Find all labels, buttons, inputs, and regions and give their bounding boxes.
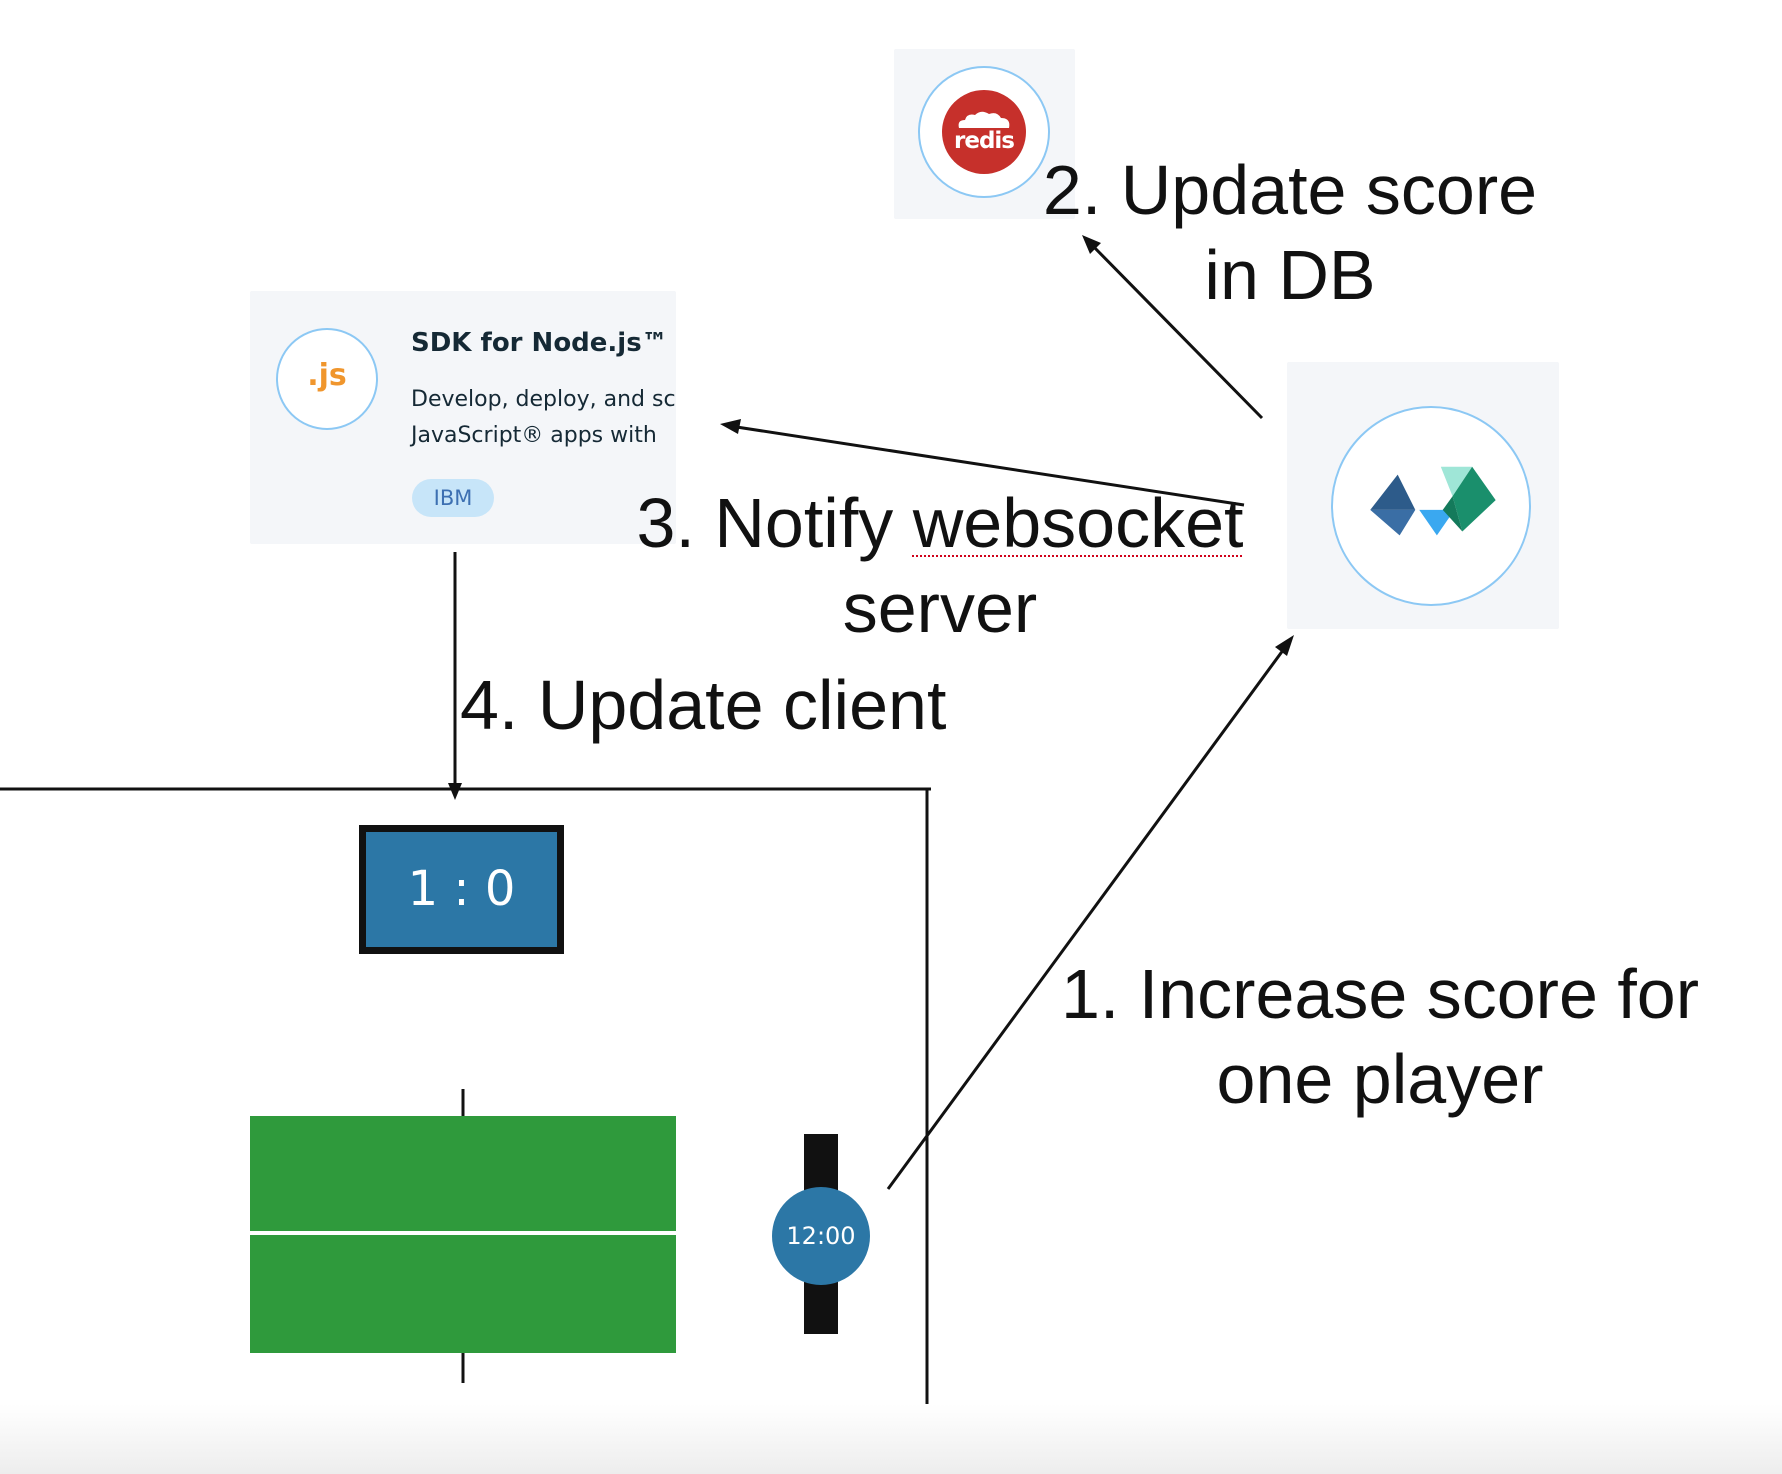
label-update-score-db-line-1: 2. Update score bbox=[1042, 151, 1538, 229]
ibm-badge: IBM bbox=[412, 479, 494, 517]
arrowhead-4 bbox=[448, 783, 462, 800]
nodejs-icon-ring: .js bbox=[276, 328, 378, 430]
arrow-notify-websocket bbox=[729, 424, 1245, 507]
label-notify-prefix: 3. Notify bbox=[636, 484, 913, 562]
redis-logo-icon: redis bbox=[942, 90, 1026, 174]
node-sdk-card: .js SDK for Node.js™ Develop, deploy, an… bbox=[250, 291, 676, 544]
arrowhead-2 bbox=[1082, 235, 1101, 254]
node-sdk-description-line-2: JavaScript® apps with bbox=[411, 423, 657, 448]
arrow-update-db bbox=[1088, 241, 1264, 420]
table-center-line bbox=[250, 1231, 676, 1235]
arrowhead-3 bbox=[720, 419, 741, 434]
label-update-score-db-line-2: in DB bbox=[1204, 236, 1376, 314]
redis-logo-text: redis bbox=[954, 128, 1015, 154]
node-sdk-title: SDK for Node.js™ bbox=[411, 328, 668, 358]
spellcheck-word: websocket bbox=[912, 484, 1244, 562]
arrow-increase-score bbox=[886, 640, 1291, 1190]
redis-icon-ring: redis bbox=[918, 66, 1050, 198]
openwhisk-card bbox=[1287, 362, 1559, 629]
label-notify-websocket-line-2: server bbox=[842, 569, 1038, 647]
scoreboard-display: 1 : 0 bbox=[359, 825, 564, 954]
openwhisk-icon bbox=[1370, 466, 1496, 536]
nodejs-icon: .js bbox=[307, 358, 347, 393]
label-increase-score-line-1: 1. Increase score for bbox=[1060, 955, 1700, 1033]
label-notify-websocket-line-1: 3. Notify websocket bbox=[600, 481, 1280, 566]
cloud-icon bbox=[958, 111, 1010, 128]
label-notify-websocket: 3. Notify websocket server bbox=[600, 481, 1280, 651]
label-update-score-db: 2. Update score in DB bbox=[1020, 148, 1560, 318]
label-increase-score-line-2: one player bbox=[1216, 1040, 1544, 1118]
ping-pong-table bbox=[250, 1116, 676, 1353]
label-increase-score: 1. Increase score for one player bbox=[1030, 952, 1730, 1122]
openwhisk-icon-ring bbox=[1331, 406, 1531, 606]
smartwatch-face: 12:00 bbox=[772, 1187, 870, 1285]
arrowhead-1 bbox=[1275, 635, 1294, 656]
node-sdk-description-line-1: Develop, deploy, and sc bbox=[411, 387, 676, 412]
redis-card: redis bbox=[894, 49, 1075, 219]
bottom-edge-fade bbox=[0, 1404, 1782, 1474]
label-update-client: 4. Update client bbox=[460, 666, 947, 744]
